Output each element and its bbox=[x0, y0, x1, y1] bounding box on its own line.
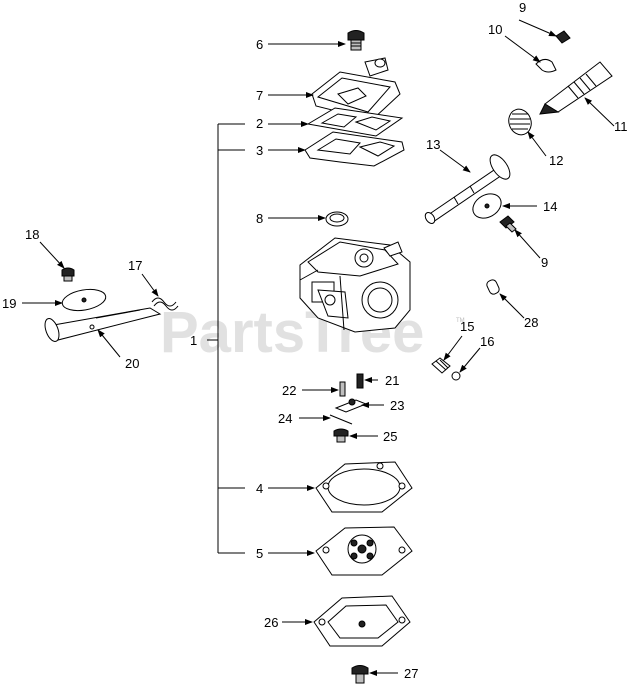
part-11-tool[interactable] bbox=[539, 61, 613, 115]
callout-9-lower: 9 bbox=[541, 255, 548, 270]
callout-28: 28 bbox=[524, 315, 538, 330]
leader-lines bbox=[22, 19, 615, 676]
assembly-bracket bbox=[207, 123, 245, 554]
part-6-screw[interactable] bbox=[347, 30, 365, 51]
part-27-screw[interactable] bbox=[351, 665, 369, 684]
callout-8: 8 bbox=[256, 211, 263, 226]
part-12-gear[interactable] bbox=[505, 106, 535, 138]
part-14-throttle-plate[interactable] bbox=[469, 189, 506, 223]
callout-7: 7 bbox=[256, 88, 263, 103]
part-16-ball[interactable] bbox=[451, 371, 461, 381]
callout-12: 12 bbox=[549, 153, 563, 168]
part-2-gasket[interactable] bbox=[306, 107, 404, 137]
callout-13: 13 bbox=[426, 137, 440, 152]
callout-6: 6 bbox=[256, 37, 263, 52]
part-13-throttle-shaft[interactable] bbox=[423, 152, 513, 226]
callout-14: 14 bbox=[543, 199, 557, 214]
callout-22: 22 bbox=[282, 383, 296, 398]
callout-25: 25 bbox=[383, 429, 397, 444]
callout-17: 17 bbox=[128, 258, 142, 273]
callout-1: 1 bbox=[190, 333, 197, 348]
part-10-clip[interactable] bbox=[535, 58, 557, 73]
callout-21: 21 bbox=[385, 373, 399, 388]
part-23-lever[interactable] bbox=[334, 398, 368, 413]
callout-19: 19 bbox=[2, 296, 16, 311]
part-8-oring[interactable] bbox=[325, 211, 349, 227]
part-26-cover-plate[interactable] bbox=[313, 595, 411, 647]
part-7-pump-cover[interactable] bbox=[311, 57, 401, 121]
callout-18: 18 bbox=[25, 227, 39, 242]
callout-27: 27 bbox=[404, 666, 418, 681]
callout-2: 2 bbox=[256, 116, 263, 131]
part-18-screw[interactable] bbox=[61, 267, 75, 282]
callout-26: 26 bbox=[264, 615, 278, 630]
callout-3: 3 bbox=[256, 143, 263, 158]
part-4-gasket[interactable] bbox=[315, 461, 413, 513]
part-19-washer[interactable] bbox=[61, 286, 108, 313]
part-15-spring[interactable] bbox=[431, 357, 451, 374]
callout-5: 5 bbox=[256, 546, 263, 561]
callout-24: 24 bbox=[278, 411, 292, 426]
part-28-plug[interactable] bbox=[486, 279, 501, 296]
part-24-shaft[interactable] bbox=[329, 414, 353, 425]
watermark-trademark: TM bbox=[456, 318, 465, 324]
part-21-spring[interactable] bbox=[356, 373, 364, 389]
callout-10: 10 bbox=[488, 22, 502, 37]
callout-11: 11 bbox=[614, 119, 628, 134]
callout-4: 4 bbox=[256, 481, 263, 496]
part-9-screw-upper[interactable] bbox=[555, 30, 571, 44]
part-20-choke-lever[interactable] bbox=[42, 307, 162, 343]
part-25-screw[interactable] bbox=[333, 428, 349, 443]
part-22-pin[interactable] bbox=[339, 381, 346, 397]
part-9-screw-lower[interactable] bbox=[499, 215, 517, 233]
part-3-gasket[interactable] bbox=[304, 131, 405, 167]
callout-16: 16 bbox=[480, 334, 494, 349]
carburetor-body[interactable] bbox=[299, 237, 411, 333]
callout-9-upper: 9 bbox=[519, 0, 526, 15]
part-17-spring[interactable] bbox=[151, 297, 179, 311]
callout-23: 23 bbox=[390, 398, 404, 413]
part-5-diaphragm[interactable] bbox=[315, 526, 413, 576]
callout-20: 20 bbox=[125, 356, 139, 371]
callout-15: 15 bbox=[460, 319, 474, 334]
